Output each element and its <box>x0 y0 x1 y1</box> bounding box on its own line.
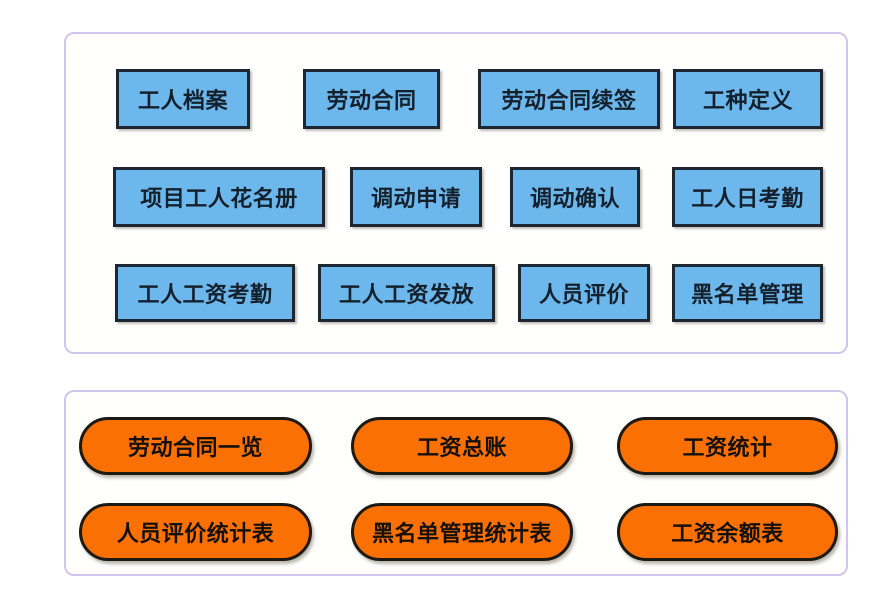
button-labor-contract-renewal[interactable]: 劳动合同续签 <box>478 69 660 129</box>
button-labor-contract-list[interactable]: 劳动合同一览 <box>79 417 312 475</box>
button-labor-contract[interactable]: 劳动合同 <box>303 69 440 129</box>
button-job-type-definition[interactable]: 工种定义 <box>673 69 823 129</box>
button-transfer-confirmation[interactable]: 调动确认 <box>510 167 640 227</box>
button-worker-profile[interactable]: 工人档案 <box>116 69 250 129</box>
button-transfer-application[interactable]: 调动申请 <box>350 167 482 227</box>
button-personnel-evaluation[interactable]: 人员评价 <box>518 264 650 322</box>
button-project-worker-roster[interactable]: 项目工人花名册 <box>113 167 325 227</box>
button-wage-statistics[interactable]: 工资统计 <box>617 417 838 475</box>
button-blacklist-management-statistics[interactable]: 黑名单管理统计表 <box>351 503 573 561</box>
button-blacklist-management[interactable]: 黑名单管理 <box>672 264 823 322</box>
button-personnel-evaluation-statistics[interactable]: 人员评价统计表 <box>79 503 312 561</box>
button-wage-ledger[interactable]: 工资总账 <box>351 417 573 475</box>
button-wage-balance-sheet[interactable]: 工资余额表 <box>617 503 838 561</box>
button-worker-wage-payment[interactable]: 工人工资发放 <box>318 264 495 322</box>
button-worker-wage-attendance[interactable]: 工人工资考勤 <box>115 264 295 322</box>
button-worker-daily-attendance[interactable]: 工人日考勤 <box>672 167 823 227</box>
